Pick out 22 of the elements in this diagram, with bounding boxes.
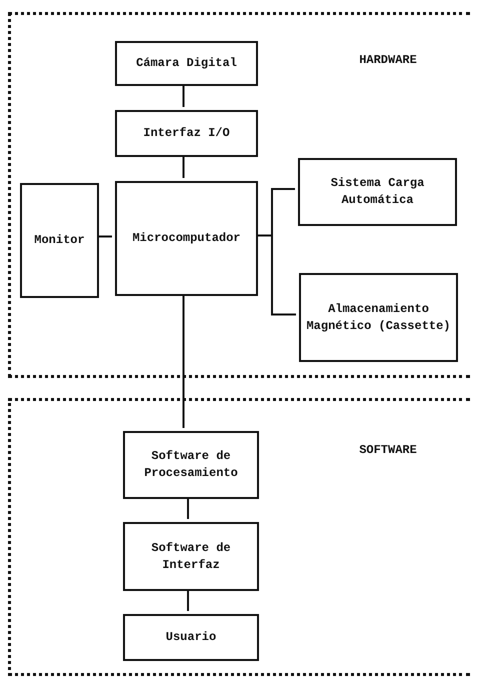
process-box [115,181,258,296]
box-label: Sistema Carga Automática [330,175,426,209]
section-heading: HARDWARE [358,53,418,67]
box-label: Cámara Digital [136,55,237,72]
box-label: Almacenamiento Magnético (Cassette) [305,300,452,334]
section-heading: SOFTWARE [358,443,418,457]
process-box [299,273,458,362]
process-box [115,110,258,157]
process-box [123,614,259,661]
box-label: Usuario [166,629,216,646]
box-label: Monitor [34,232,85,249]
process-box [123,431,259,499]
box-label: Microcomputador [132,230,241,247]
box-label: Interfaz I/O [143,125,230,142]
section-frame [8,398,470,676]
box-label: Software de Interfaz [150,540,232,574]
process-box [123,522,259,591]
process-box [298,158,457,226]
section-frame [8,12,470,378]
process-box [115,41,258,86]
box-label: Software de Procesamiento [143,448,239,482]
process-box [20,183,99,298]
